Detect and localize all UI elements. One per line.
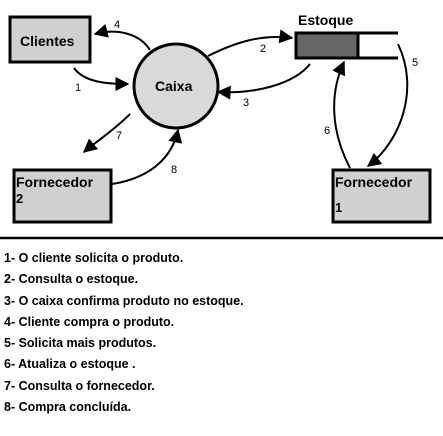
edge-4-arrow	[93, 24, 151, 51]
edge-8-arrow	[111, 128, 183, 185]
edge-7-label: 7	[116, 130, 122, 142]
edge-4-label: 4	[114, 19, 120, 31]
edge-2-label: 2	[260, 43, 266, 55]
legend-item-4: 4- Cliente compra o produto.	[4, 314, 175, 329]
legend-item-5: 5- Solicita mais produtos.	[4, 336, 157, 351]
edge-2-arrow	[207, 29, 294, 57]
fornecedor-left-label: Fornecedor	[16, 174, 94, 190]
legend-item-2: 2- Consulta o estoque.	[4, 272, 139, 287]
legend-item-6: 6- Atualiza o estoque .	[4, 357, 136, 372]
edge-3-arrow	[216, 63, 311, 100]
legend-item-8: 8- Compra concluída.	[4, 400, 132, 415]
fornecedor-right-label: Fornecedor	[335, 174, 413, 190]
edge-5-label: 5	[412, 57, 418, 69]
edge-5-arrow	[366, 43, 409, 167]
edge-7-arrow	[82, 113, 131, 153]
legend-item-7: 7- Consulta o fornecedor.	[4, 378, 155, 393]
edge-1-arrow	[73, 67, 130, 91]
estoque-label: Estoque	[298, 12, 353, 28]
fornecedor-left-node: Fornecedor 2	[12, 168, 113, 224]
legend-item-3: 3- O caixa confirma produto no estoque.	[4, 293, 244, 308]
edge-8-label: 8	[171, 164, 177, 176]
clientes-node: Clientes	[8, 15, 92, 64]
edge-6-arrow	[332, 60, 351, 169]
legend-list: 1- O cliente solicita o produto. 2- Cons…	[4, 248, 244, 418]
edge-1-label: 1	[75, 82, 81, 94]
caixa-node: Caixa	[132, 42, 220, 130]
clientes-label: Clientes	[20, 33, 75, 49]
edge-6-label: 6	[324, 125, 330, 137]
legend-item-1: 1- O cliente solicita o produto.	[4, 251, 184, 265]
estoque-node: Estoque	[294, 12, 398, 60]
edge-3-label: 3	[243, 97, 249, 109]
estoque-dark-block	[294, 31, 360, 60]
fornecedor-left-number: 2	[16, 191, 23, 206]
fornecedor-right-node: Fornecedor 1	[331, 168, 432, 224]
flow-diagram: Clientes Caixa Estoque Fornecedor 2 Forn…	[0, 12, 443, 240]
fornecedor-right-number: 1	[335, 200, 342, 215]
caixa-label: Caixa	[155, 78, 193, 94]
